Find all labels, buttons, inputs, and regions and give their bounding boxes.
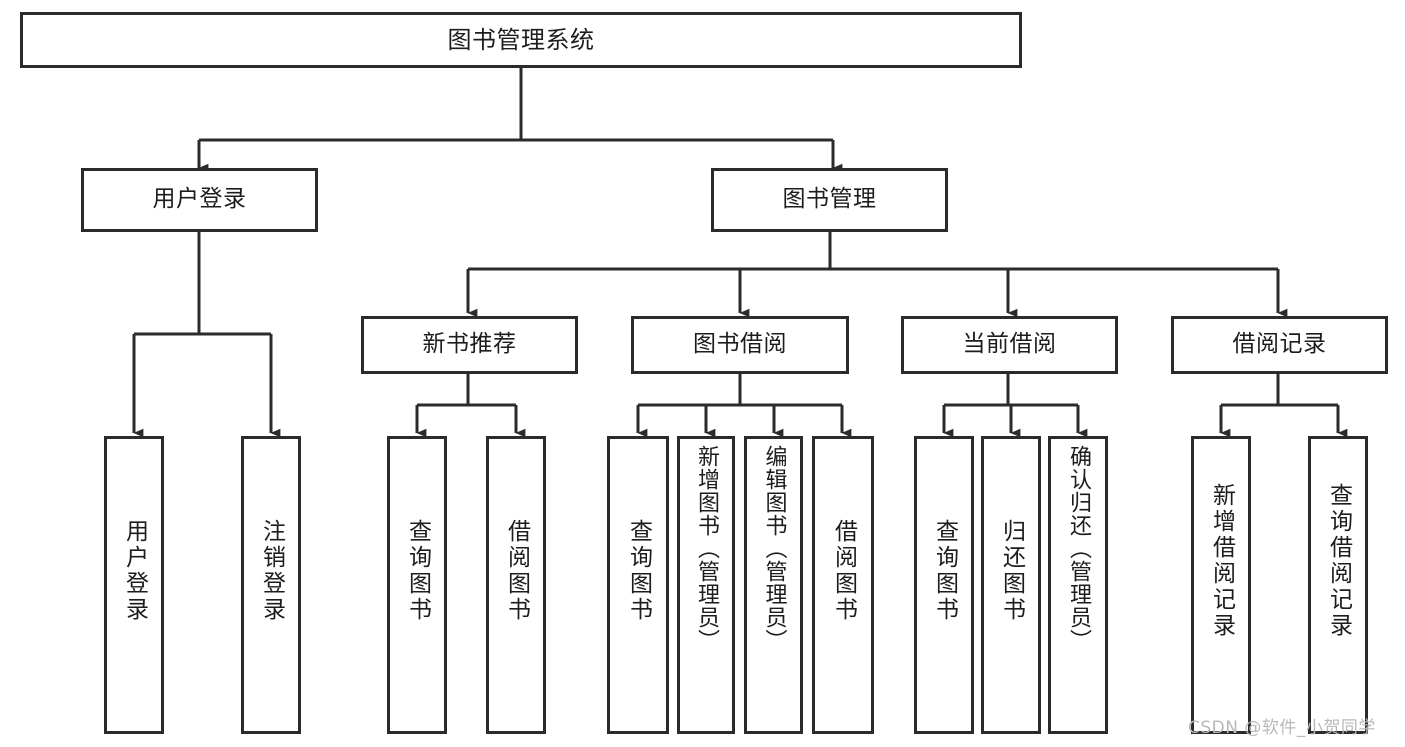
leaf-query-books-borrow[interactable]: 查询图书 bbox=[607, 436, 669, 734]
node-user-login[interactable]: 用户登录 bbox=[81, 168, 318, 232]
node-label: 查询借阅记录 bbox=[1325, 483, 1352, 639]
node-label: 编辑图书（管理员） bbox=[761, 445, 787, 652]
leaf-confirm-return-admin[interactable]: 确认归还（管理员） bbox=[1048, 436, 1108, 734]
node-label: 图书管理 bbox=[782, 186, 877, 213]
node-label: 借阅图书 bbox=[830, 519, 857, 623]
leaf-borrow-books[interactable]: 借阅图书 bbox=[812, 436, 874, 734]
node-label: 查询图书 bbox=[625, 519, 652, 623]
node-borrowing-records[interactable]: 借阅记录 bbox=[1171, 316, 1388, 374]
node-label: 新增借阅记录 bbox=[1208, 483, 1235, 639]
node-label: 确认归还（管理员） bbox=[1066, 445, 1091, 652]
node-current-borrowing[interactable]: 当前借阅 bbox=[901, 316, 1118, 374]
node-label: 查询图书 bbox=[404, 519, 431, 623]
leaf-return-books[interactable]: 归还图书 bbox=[981, 436, 1041, 734]
leaf-logout[interactable]: 注销登录 bbox=[241, 436, 301, 734]
leaf-user-login[interactable]: 用户登录 bbox=[104, 436, 164, 734]
node-label: 注销登录 bbox=[258, 519, 285, 623]
node-root-book-management-system[interactable]: 图书管理系统 bbox=[20, 12, 1022, 68]
leaf-query-books-recommend[interactable]: 查询图书 bbox=[387, 436, 447, 734]
node-label: 新书推荐 bbox=[422, 331, 517, 358]
node-label: 用户登录 bbox=[152, 186, 247, 213]
node-label: 图书借阅 bbox=[693, 331, 787, 358]
node-label: 新增图书（管理员） bbox=[694, 445, 719, 652]
node-label: 借阅记录 bbox=[1232, 331, 1327, 358]
node-new-book-recommendation[interactable]: 新书推荐 bbox=[361, 316, 578, 374]
node-label: 归还图书 bbox=[998, 519, 1025, 623]
node-book-borrowing[interactable]: 图书借阅 bbox=[631, 316, 849, 374]
node-book-management[interactable]: 图书管理 bbox=[711, 168, 948, 232]
node-label: 用户登录 bbox=[121, 519, 148, 623]
leaf-borrow-books-recommend[interactable]: 借阅图书 bbox=[486, 436, 546, 734]
csdn-watermark: CSDN @软件_小贺同学 bbox=[1188, 718, 1376, 738]
leaf-edit-book-admin[interactable]: 编辑图书（管理员） bbox=[744, 436, 803, 734]
leaf-query-borrow-record[interactable]: 查询借阅记录 bbox=[1308, 436, 1368, 734]
node-label: 查询图书 bbox=[931, 519, 958, 623]
leaf-add-borrow-record[interactable]: 新增借阅记录 bbox=[1191, 436, 1251, 734]
leaf-add-book-admin[interactable]: 新增图书（管理员） bbox=[677, 436, 735, 734]
leaf-query-books-current[interactable]: 查询图书 bbox=[914, 436, 974, 734]
node-label: 图书管理系统 bbox=[447, 25, 595, 54]
node-label: 当前借阅 bbox=[962, 331, 1057, 358]
node-label: 借阅图书 bbox=[503, 519, 530, 623]
